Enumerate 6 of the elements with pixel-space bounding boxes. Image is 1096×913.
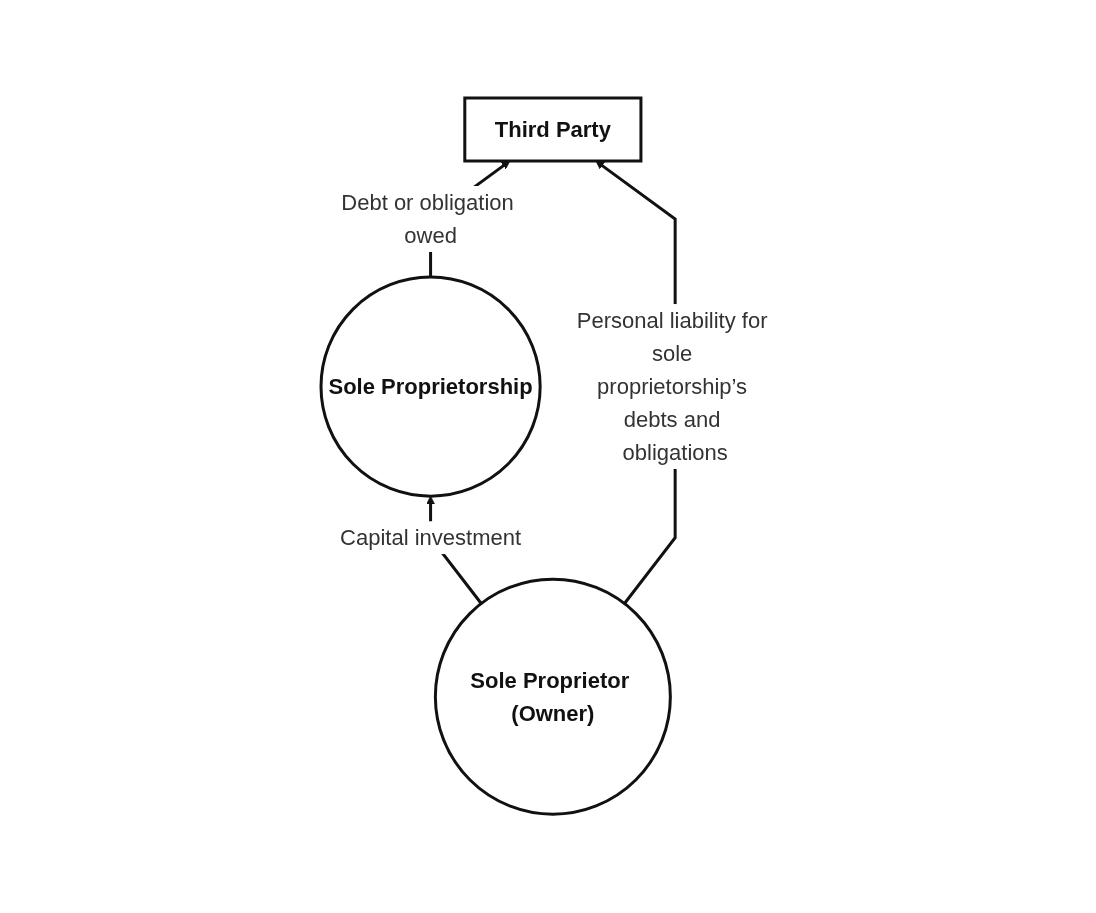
node-box: Third Party	[463, 96, 643, 163]
edge-label: Capital investment	[340, 525, 521, 551]
edge-label: Debt or obligation owed	[341, 190, 514, 249]
node-circle: Sole Proprietorship	[319, 275, 542, 499]
node-circle: Sole Proprietor (Owner)	[433, 578, 672, 817]
edge-label: Personal liability for sole proprietorship’s debts and obligations	[576, 308, 768, 466]
